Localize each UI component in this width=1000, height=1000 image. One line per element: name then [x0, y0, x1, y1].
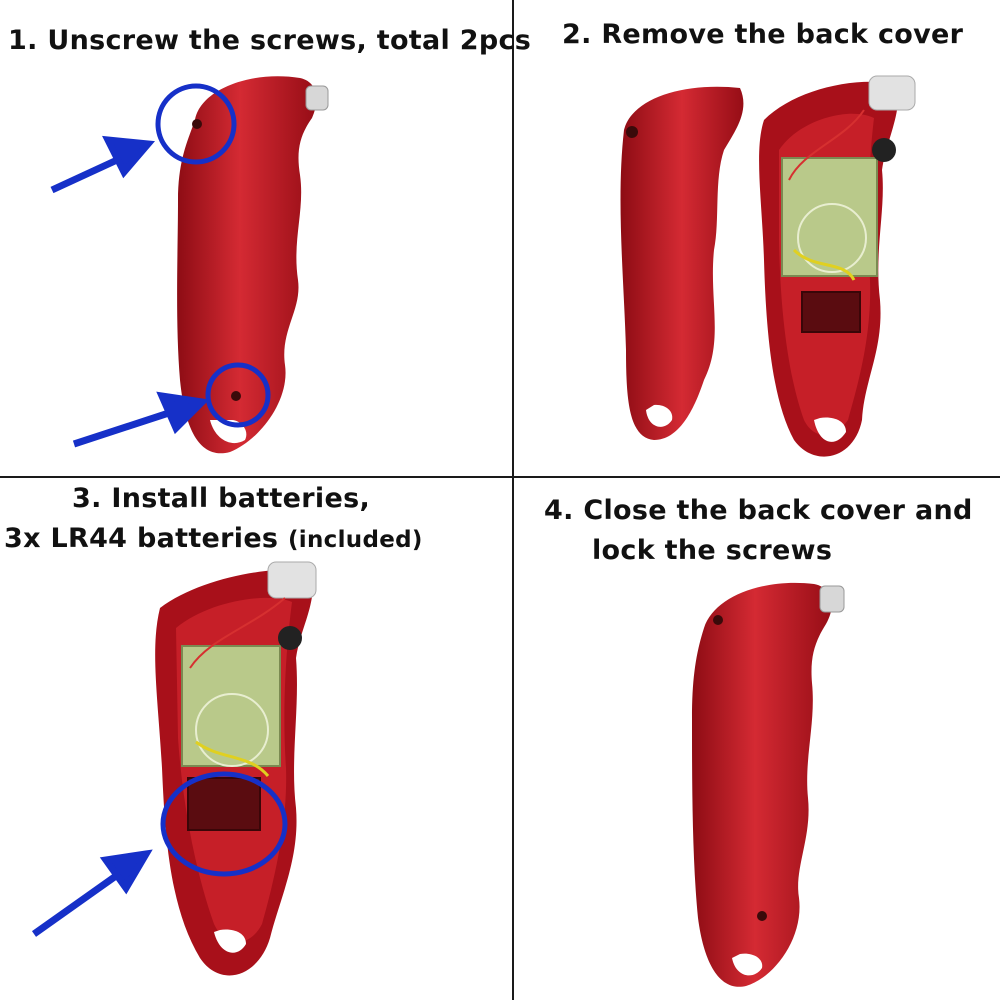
panel-step-2: 2. Remove the back cover: [514, 0, 1000, 476]
panel-step-1: 1. Unscrew the screws, total 2pcs: [0, 0, 531, 476]
vertical-divider: [512, 0, 514, 1000]
panel-step-3: 3. Install batteries, 3x LR44 batteries …: [0, 478, 512, 1000]
step-3-caption-line2: 3x LR44 batteries (included): [4, 522, 423, 557]
tire-gauge-body: [692, 582, 845, 987]
circuit-board: [181, 645, 281, 767]
step-4-caption-line1: 4. Close the back cover and: [544, 495, 973, 526]
step-3-caption-line1: 3. Install batteries,: [72, 483, 370, 514]
button: [278, 626, 302, 650]
step-2-caption: 2. Remove the back cover: [562, 19, 964, 50]
circuit-board: [781, 157, 878, 277]
tire-gauge-body: [177, 76, 329, 454]
step-3-caption-main: 3x LR44 batteries: [4, 523, 279, 554]
annotation-arrow-icon: [50, 135, 210, 448]
button: [872, 138, 896, 162]
horizontal-divider: [0, 476, 1000, 478]
gauge-with-screw-markers: [50, 76, 329, 454]
gauge-front-open: [759, 75, 916, 457]
gauge-closed: [692, 582, 845, 987]
annotation-arrow-icon: [31, 849, 153, 937]
nozzle: [267, 561, 317, 599]
nozzle: [868, 75, 916, 111]
gauge-battery-install: [31, 561, 317, 976]
gauge-front-open: [155, 561, 317, 976]
highlight-circle-icon: [160, 771, 288, 877]
step-1-caption: 1. Unscrew the screws, total 2pcs: [8, 25, 532, 56]
battery-compartment: [801, 291, 861, 333]
step-4-caption-line2: lock the screws: [592, 535, 833, 566]
gauge-opened: [620, 75, 916, 457]
battery-compartment: [187, 777, 261, 831]
step-3-caption-note: (included): [288, 527, 423, 553]
panel-step-4: 4. Close the back cover and lock the scr…: [514, 478, 1000, 1000]
highlight-circle-icon: [155, 83, 271, 428]
back-cover: [620, 86, 744, 440]
